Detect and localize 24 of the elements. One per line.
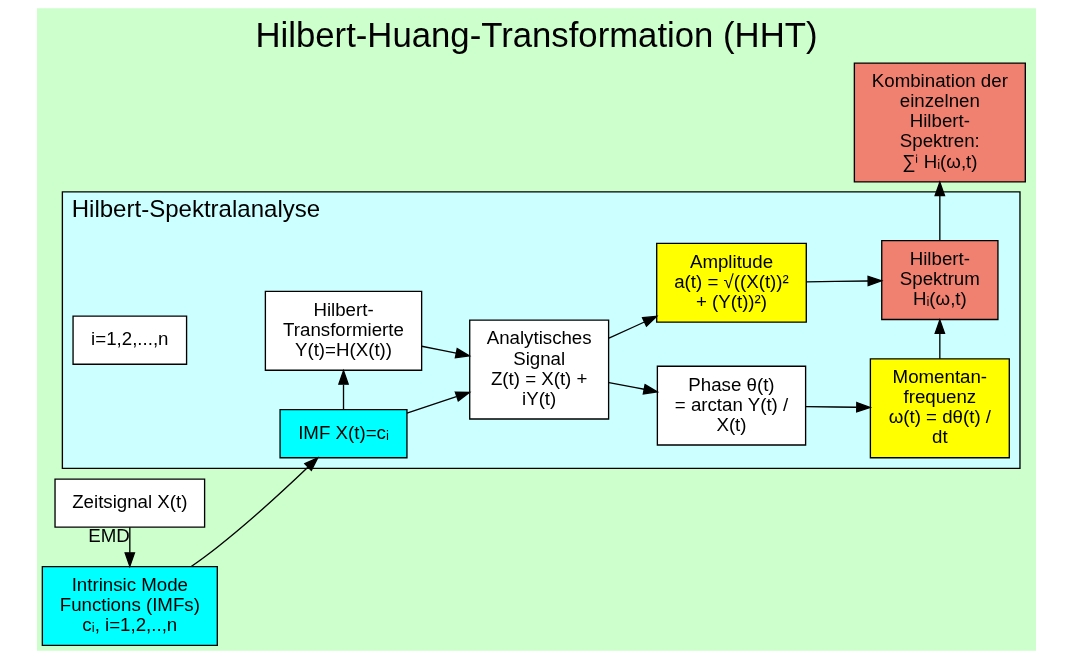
node-box: Hilbert- Spektrum Hᵢ(ω,t) [881,240,999,321]
arrow [805,275,884,287]
arrow [406,391,472,414]
arrow [190,456,320,568]
node-box: Hilbert- Transformierte Y(t)=H(X(t)) [264,290,423,371]
node-box: IMF X(t)=cᵢ [279,408,408,459]
arrow [934,180,946,241]
arrow [805,401,873,413]
arrow [124,526,136,569]
diagram-title: Hilbert-Huang-Transformation (HHT) [255,15,818,54]
node-box: i=1,2,...,n [72,315,188,365]
node-box: Phase θ(t) = arctan Y(t) / X(t) [656,365,807,446]
arrow [608,381,660,395]
node-box: Analytisches Signal Z(t) = X(t) + iY(t) [469,319,610,420]
node-box: Amplitude a(t) = √((X(t))² + (Y(t))²) [656,242,807,323]
arrow [421,345,472,359]
node-box: Zeitsignal X(t) [54,478,206,528]
arrow [934,318,946,360]
arrow [337,368,350,411]
node-box: Kombination der einzelnen Hilbert-Spektren: ∑ⁱ Hᵢ(ω,t) [853,62,1026,183]
edge-label: EMD [88,525,130,547]
node-box: Intrinsic Mode Functions (IMFs) cᵢ, i=1,2,..,n [41,565,218,647]
node-box: Momentan- frequenz ω(t) = dθ(t) / dt [869,358,1010,459]
arrow [608,315,659,339]
